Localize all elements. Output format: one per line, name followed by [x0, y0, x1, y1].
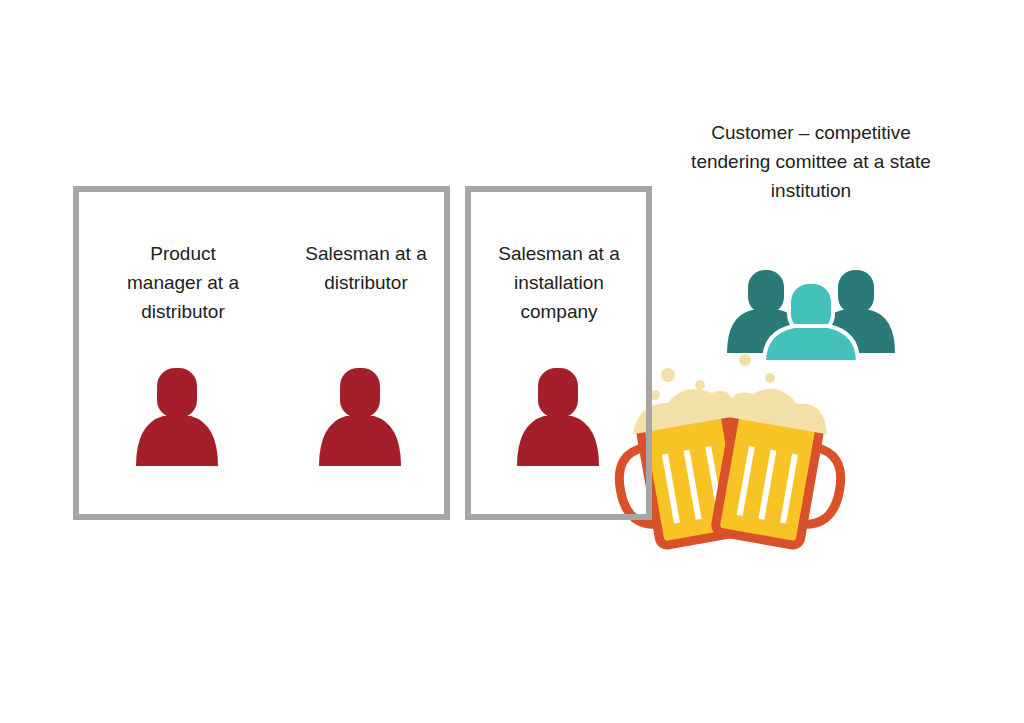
person-icon — [517, 368, 599, 466]
person-icons — [136, 368, 599, 466]
group-icon — [727, 270, 895, 362]
person-icon — [136, 368, 218, 466]
group-frame: Salesman at a installation company — [465, 186, 652, 520]
role-label: Product manager at a distributor — [113, 239, 253, 326]
role-text: Salesman at a installation company — [485, 239, 633, 326]
role-label: Salesman at a installation company — [485, 239, 633, 326]
group-frame: Product manager at a distributor Salesman… — [73, 186, 450, 520]
role-label: Salesman at a distributor — [301, 239, 431, 297]
role-text: Salesman at a distributor — [301, 239, 431, 297]
person-icon — [319, 368, 401, 466]
role-label: Customer – competitive tendering comitte… — [676, 118, 946, 205]
role-text: Product manager at a distributor — [113, 239, 253, 326]
role-text: Customer – competitive tendering comitte… — [676, 118, 946, 205]
beer-mugs — [605, 354, 855, 551]
